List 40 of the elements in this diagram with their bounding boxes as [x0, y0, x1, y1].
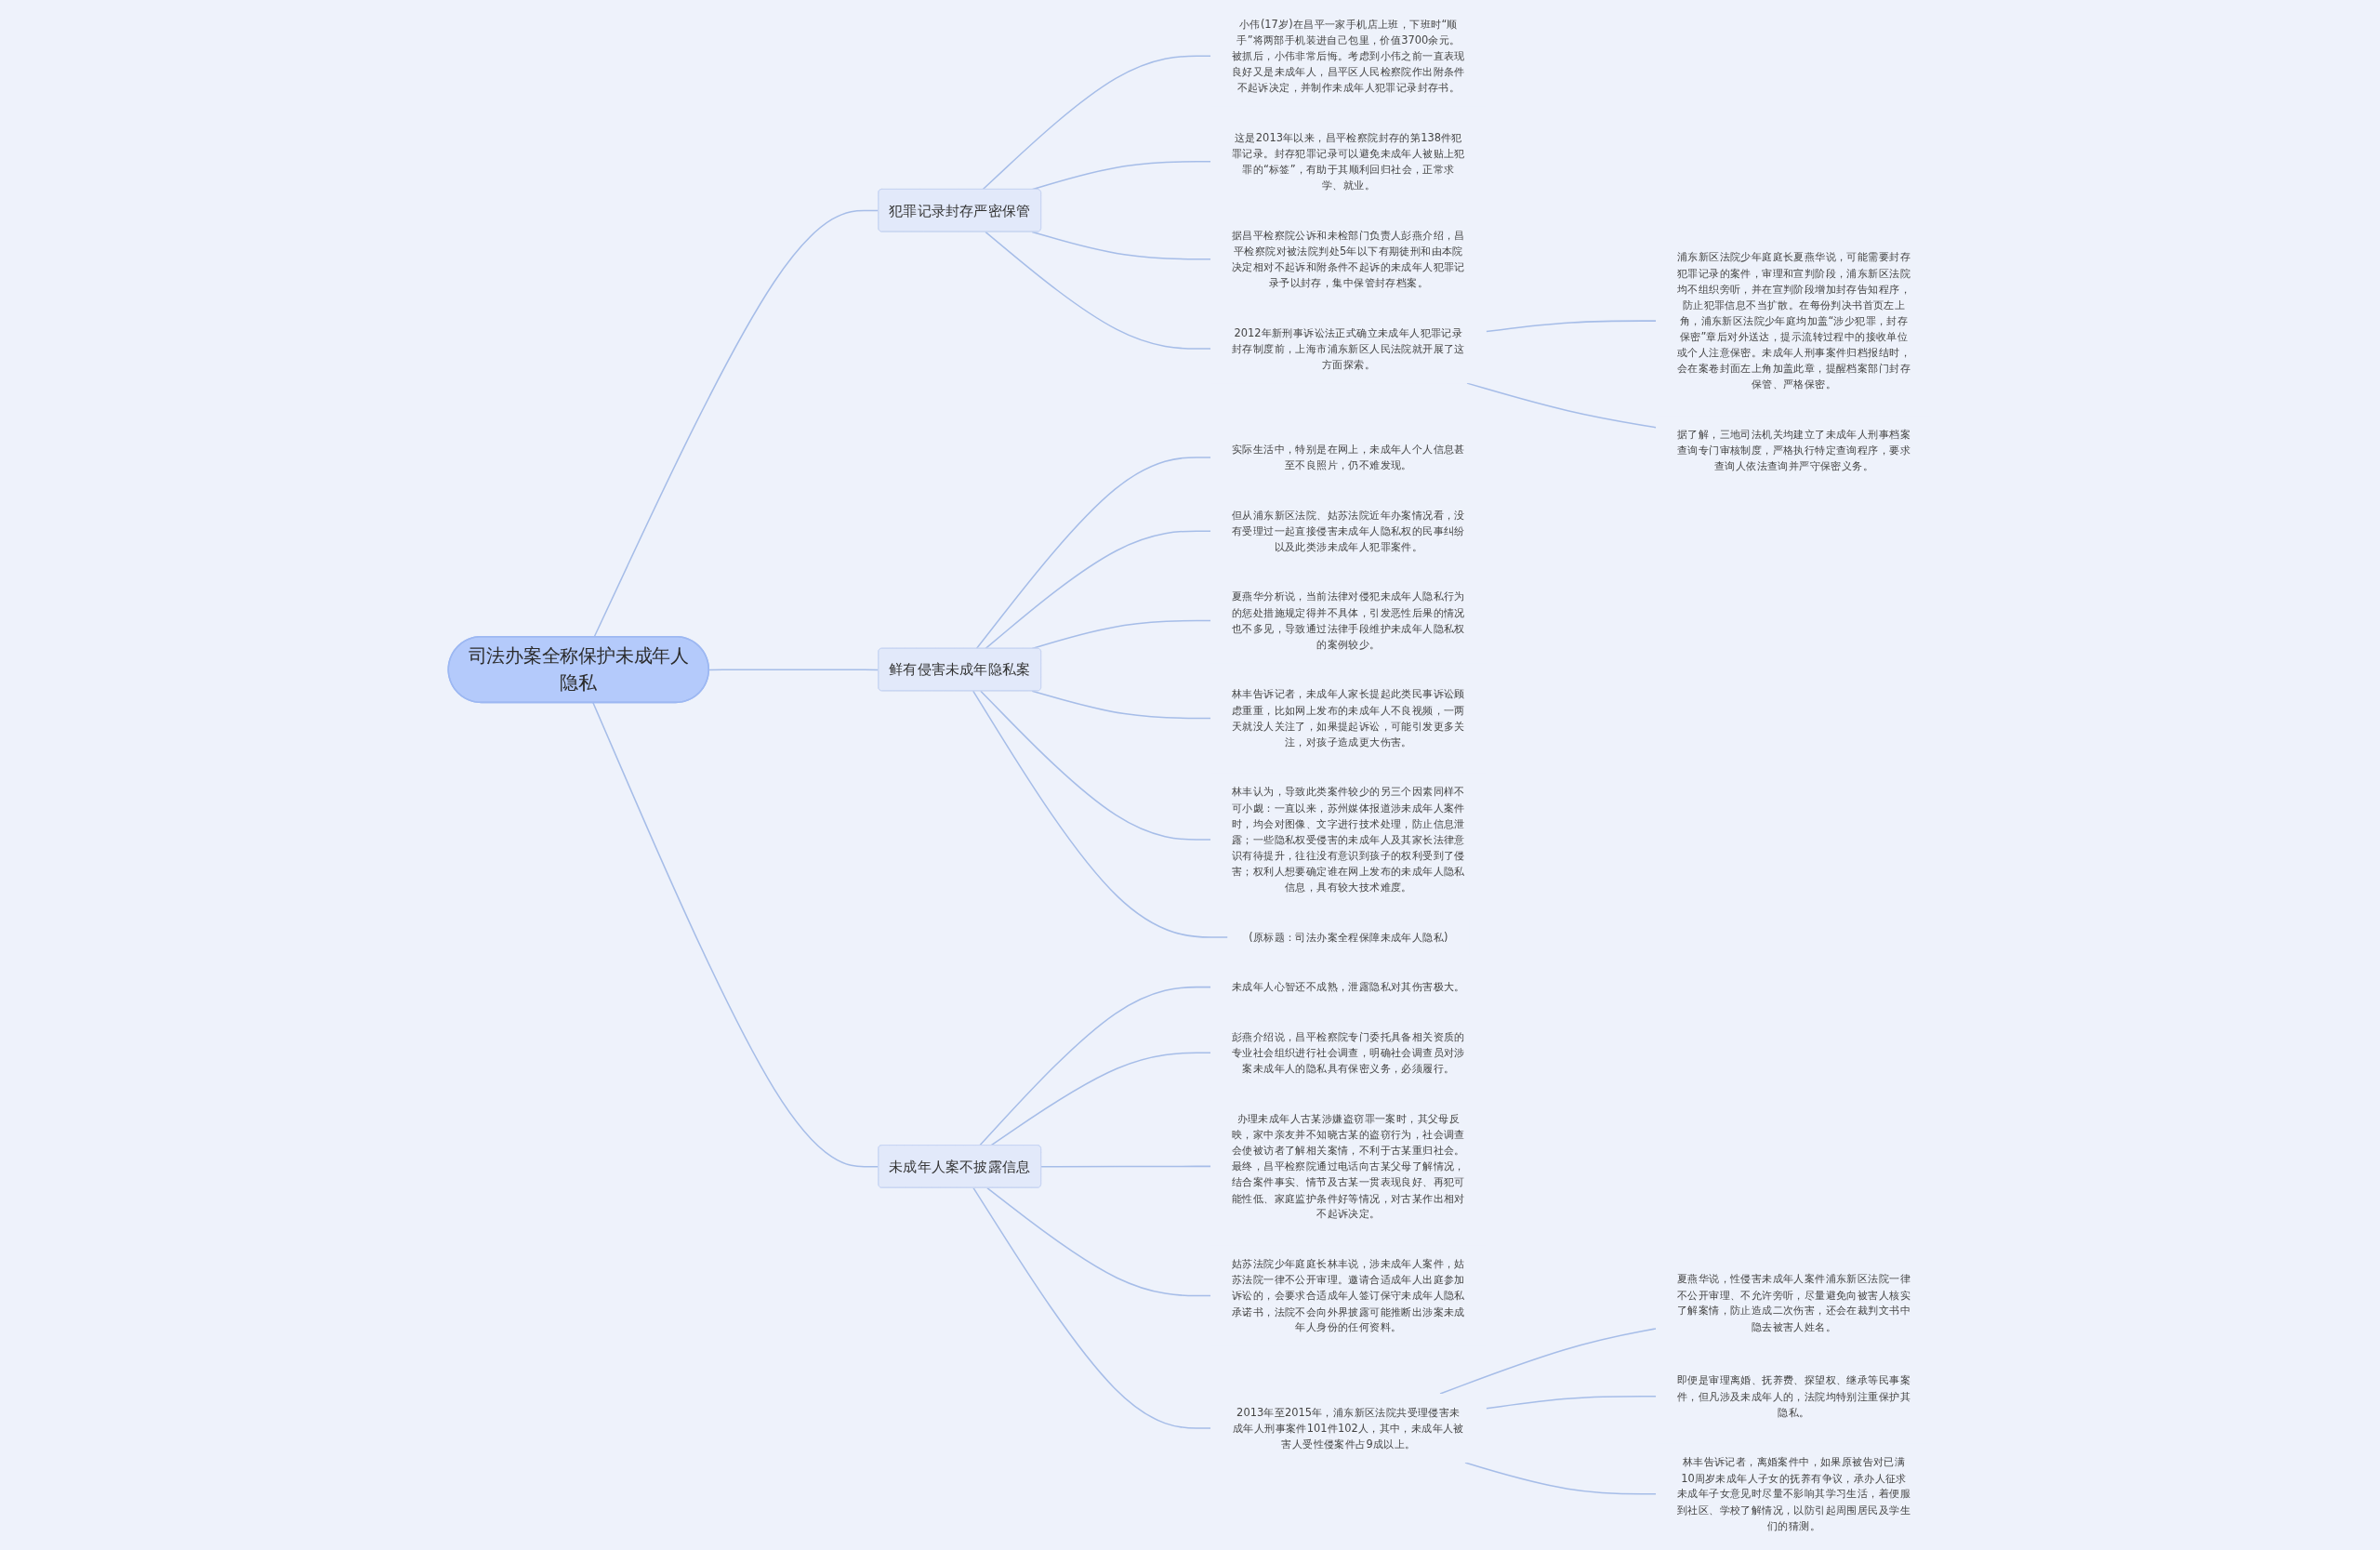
connector	[1466, 382, 1657, 429]
connector	[986, 1186, 1211, 1297]
node-text: 未成年人心智还不成熟，泄露隐私对其伤害极大。	[1231, 980, 1465, 994]
connector	[1031, 690, 1211, 720]
connector	[990, 1052, 1211, 1146]
connector	[1040, 1165, 1211, 1168]
node-text: 据了解，三地司法机关均建立了未成年人刑事档案查询专门审核制度，严格执行特定查询程序，要求查询人依法查询并严守保密义务。	[1677, 428, 1911, 473]
connector	[980, 690, 1211, 841]
connector	[985, 530, 1211, 650]
connector	[972, 1186, 1211, 1429]
node-text: 浦东新区法院少年庭庭长夏燕华说，可能需要封存犯罪记录的案件，审理和宣判阶段，浦东新区法院均不组织旁听，并在宣判阶段增加封存告知程序，防止犯罪信息不当扩散。在每份判决书首页左上角，浦东新区法院少年庭均加盖“涉少犯罪，封存保密”章后对外送达，提示流转过程中的接收单位或个人注意保密。未成年人刑事案件归档报结时，会在案卷封面左上角加盖此章，提醒档案部门封存保管、严格保密。	[1677, 250, 1911, 391]
node-text: 即便是审理离婚、抚养费、探望权、继承等民事案件，但凡涉及未成年人的，法院均特别注重保护其隐私。	[1677, 1373, 1911, 1419]
node-text: 2012年新刑事诉讼法正式确立未成年人犯罪记录封存制度前，上海市浦东新区人民法院就开展了这方面探索。	[1231, 325, 1465, 371]
node-text: 林丰认为，导致此类案件较少的另三个因素同样不可小觑：一直以来，苏州媒体报道涉未成年人案件时，均会对图像、文字进行技术处理，防止信息泄露；一些隐私权受侵害的未成年人及其家长法律意识有待提升，往往没有意识到孩子的权利受到了侵害；权利人想要确定谁在网上发布的未成年人隐私信息，具有较大技术难度。	[1231, 785, 1465, 894]
connector	[972, 690, 1229, 938]
node-text: 这是2013年以来，昌平检察院封存的第138件犯罪记录。封存犯罪记录可以避免未成年人被贴上犯罪的“标签”，有助于其顺利回归社会，正常求学、就业。	[1231, 131, 1465, 192]
node-text: 但从浦东新区法院、姑苏法院近年办案情况看，没有受理过一起直接侵害未成年人隐私权的民事纠纷以及此类涉未成年人犯罪案件。	[1231, 509, 1465, 553]
connector	[982, 55, 1211, 191]
connector	[975, 457, 1211, 650]
node-text: (原标题：司法办案全程保障未成年人隐私)	[1249, 930, 1448, 944]
connector	[1485, 1396, 1657, 1410]
node-text: 林丰告诉记者，离婚案件中，如果原被告对已满10周岁未成年人子女的抚养有争议，承办人征求未成年子女意见时尽量不影响其学习生活，着便服到社区、学校了解情况，以防引起周围居民及学生们的猜测。	[1677, 1455, 1911, 1532]
node-text: 夏燕华说，性侵害未成年人案件浦东新区法院一律不公开审理、不允许旁听，尽量避免向被害人核实了解案情，防止造成二次伤害，还会在裁判文书中隐去被害人姓名。	[1677, 1272, 1911, 1333]
node-text: 小伟(17岁)在昌平一家手机店上班，下班时“顺手”将两部手机装进自己包里，价值3700余元。被抓后，小伟非常后悔。考虑到小伟之前一直表现良好又是未成年人，昌平区人民检察院作出附条件不起诉决定，并制作未成年人犯罪记录封存书。	[1231, 18, 1465, 95]
connector	[593, 209, 879, 638]
node-text: 2013年至2015年，浦东新区法院共受理侵害未成年人刑事案件101件102人，其中，未成年人被害人受性侵案件占9成以上。	[1232, 1405, 1464, 1451]
connector	[1464, 1462, 1657, 1495]
node-text: 据昌平检察院公诉和未检部门负责人彭燕介绍，昌平检察院对被法院判处5年以下有期徒刑和由本院决定相对不起诉和附条件不起诉的未成年人犯罪记录予以封存，集中保管封存档案。	[1231, 228, 1465, 290]
connector	[707, 669, 879, 671]
connector	[592, 702, 879, 1168]
node-text: 办理未成年人古某涉嫌盗窃罪一案时，其父母反映，家中亲友并不知晓古某的盗窃行为，社会调查会使被访者了解相关案情，不利于古某重归社会。最终，昌平检察院通过电话向古某父母了解情况，结合案件事实、情节及古某一贯表现良好、再犯可能性低、家庭监护条件好等情况，对古某作出相对不起诉决定。	[1231, 1112, 1465, 1221]
node-text: 姑苏法院少年庭庭长林丰说，涉未成年人案件，姑苏法院一律不公开审理。邀请合适成年人出庭参加诉讼的，会要求合适成年人签订保守未成年人隐私承诺书，法院不会向外界披露可能推断出涉案未成年人身份的任何资料。	[1231, 1257, 1465, 1334]
node-text: 彭燕介绍说，昌平检察院专门委托具备相关资质的专业社会组织进行社会调查，明确社会调查员对涉案未成年人的隐私具有保密义务，必须履行。	[1231, 1030, 1465, 1076]
node-text: 林丰告诉记者，未成年人家长提起此类民事诉讼顾虑重重，比如网上发布的未成年人不良视频，一两天就没人关注了，如果提起诉讼，可能引发更多关注，对孩子造成更大伤害。	[1231, 687, 1465, 749]
connector	[978, 986, 1211, 1146]
node-text: 实际生活中，特别是在网上，未成年人个人信息甚至不良照片，仍不难发现。	[1231, 443, 1465, 472]
connector	[985, 231, 1211, 350]
connector	[1485, 320, 1657, 333]
connector	[1439, 1328, 1657, 1395]
node-text: 夏燕华分析说，当前法律对侵犯未成年人隐私行为的惩处措施规定得并不具体，引发恶性后果的情况也不多见，导致通过法律手段维护未成年人隐私权的案例较少。	[1231, 590, 1465, 651]
